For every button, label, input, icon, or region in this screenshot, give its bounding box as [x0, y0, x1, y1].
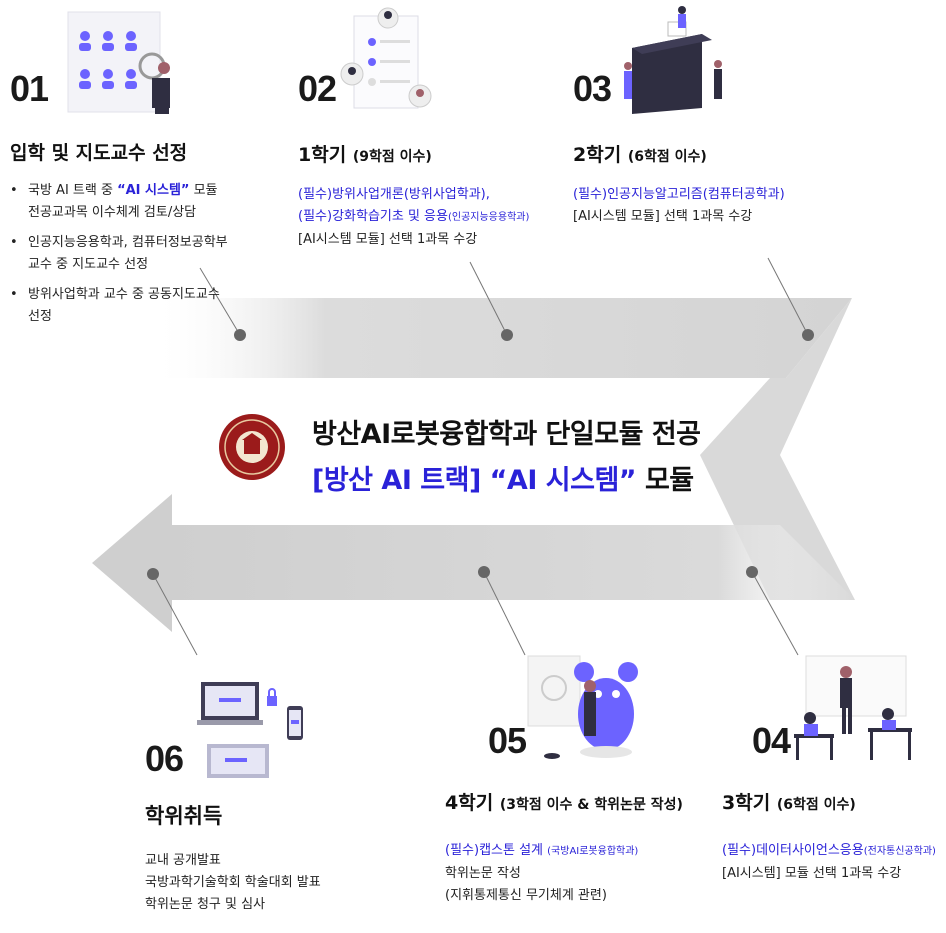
- step-04-number: 04: [752, 720, 791, 761]
- timeline-dot-04: [746, 566, 758, 578]
- bullet-text: 방위사업학과 교수 중 공동지도교수: [28, 287, 220, 302]
- course-name: (필수)캡스톤 설계: [445, 843, 543, 858]
- required-course: (필수)캡스톤 설계 (국방AI로봇융합학과): [445, 840, 638, 863]
- connector-line-06: [152, 573, 198, 656]
- step-05-credits: (3학점 이수 & 학위논문 작성): [499, 797, 683, 813]
- elective-note: [AI시스템 모듈] 선택 1과목 수강: [573, 209, 753, 224]
- step-05-number: 05: [488, 720, 527, 761]
- course-dept: (전자통신공학과): [863, 846, 936, 857]
- step-04-credits: (6학점 이수): [776, 797, 856, 813]
- step-02-credits: (9학점 이수): [352, 149, 432, 165]
- center-title: 방산AI로봇융합학과 단일모듈 전공: [312, 419, 701, 450]
- course-name: (필수)데이터사이언스응용: [722, 843, 864, 858]
- step-01-bullets: 국방 AI 트랙 중 “AI 시스템” 모듈 전공교과목 이수체계 검토/상담 …: [10, 180, 228, 336]
- bullet-text: 인공지능응용학과, 컴퓨터정보공학부: [28, 235, 228, 250]
- detail-line: 학위논문 청구 및 심사: [145, 897, 266, 912]
- university-seal-logo: [219, 414, 285, 480]
- step-03-credits: (6학점 이수): [627, 149, 707, 165]
- track-name: [방산 AI 트랙] “AI 시스템”: [312, 465, 637, 496]
- arrow-head: [92, 494, 172, 632]
- timeline-dot-01: [234, 329, 246, 341]
- center-subtitle: [방산 AI 트랙] “AI 시스템” 모듈: [312, 458, 694, 497]
- arrow-bottom-band: [170, 525, 855, 600]
- thesis-note: 학위논문 작성: [445, 866, 521, 881]
- step-04-semester: 3학기: [722, 792, 771, 814]
- course-dept: (국방AI로봇융합학과): [547, 846, 639, 857]
- bullet-text: 전공교과목 이수체계 검토/상담: [28, 205, 197, 220]
- step-01-title: 입학 및 지도교수 선정: [10, 142, 188, 164]
- step-01-bullet-3: 방위사업학과 교수 중 공동지도교수 선정: [10, 284, 228, 328]
- document-review-illustration: [340, 7, 432, 109]
- bullet-text: 국방 AI 트랙 중: [28, 183, 118, 198]
- bullet-text: 교수 중 지도교수 선정: [28, 257, 149, 272]
- timeline-dot-03: [802, 329, 814, 341]
- detail-line: 국방과학기술학회 학술대회 발표: [145, 875, 321, 890]
- step-02-courses: (필수)방위사업개론(방위사업학과), (필수)강화학습기초 및 응용(인공지능…: [298, 184, 529, 251]
- required-course-1: (필수)방위사업개론(방위사업학과),: [298, 187, 490, 202]
- step-01-bullet-1: 국방 AI 트랙 중 “AI 시스템” 모듈 전공교과목 이수체계 검토/상담: [10, 180, 228, 224]
- elective-note: [AI시스템] 모듈 선택 1과목 수강: [722, 866, 902, 881]
- connector-line-03: [767, 257, 809, 336]
- step-04-courses: (필수)데이터사이언스응용(전자통신공학과) [AI시스템] 모듈 선택 1과목…: [722, 840, 936, 885]
- bullet-text: 선정: [28, 309, 52, 324]
- step-03-number: 03: [573, 68, 612, 109]
- thesis-topic: (지휘통제통신 무기체계 관련): [445, 888, 607, 903]
- robot-bear-illustration: [527, 655, 638, 759]
- step-05-courses: (필수)캡스톤 설계 (국방AI로봇융합학과) 학위논문 작성 (지휘통제통신 …: [445, 840, 638, 907]
- required-course: (필수)인공지능알고리즘(컴퓨터공학과): [573, 187, 785, 202]
- ai-system-highlight: “AI 시스템”: [117, 183, 190, 198]
- timeline-dot-06: [147, 568, 159, 580]
- step-02-number: 02: [298, 68, 337, 109]
- arrow-top-band: [150, 298, 852, 378]
- course-dept: (인공지능응용학과): [447, 212, 530, 223]
- step-06-number: 06: [145, 738, 184, 779]
- step-03-title: 2학기 (6학점 이수): [573, 140, 707, 167]
- step-01-bullet-2: 인공지능응용학과, 컴퓨터정보공학부 교수 중 지도교수 선정: [10, 232, 228, 276]
- secure-devices-illustration: [197, 682, 303, 778]
- course-name: (필수)강화학습기초 및 응용: [298, 209, 448, 224]
- step-05-title: 4학기 (3학점 이수 & 학위논문 작성): [445, 788, 683, 815]
- detail-line: 교내 공개발표: [145, 853, 221, 868]
- ballot-box-illustration: [624, 6, 722, 114]
- step-06-details: 교내 공개발표 국방과학기술학회 학술대회 발표 학위논문 청구 및 심사: [145, 850, 321, 916]
- timeline-dot-02: [501, 329, 513, 341]
- candidates-selection-illustration: [67, 11, 170, 114]
- elective-note: [AI시스템 모듈] 선택 1과목 수강: [298, 232, 478, 247]
- connector-line-04: [751, 571, 799, 656]
- step-03-semester: 2학기: [573, 144, 622, 166]
- module-label: 모듈: [636, 465, 694, 496]
- classroom-presentation-illustration: [794, 655, 912, 760]
- step-04-title: 3학기 (6학점 이수): [722, 788, 856, 815]
- step-01-number: 01: [10, 68, 49, 109]
- bullet-text: 모듈: [189, 183, 218, 198]
- arrow-right-bend: [700, 298, 855, 600]
- required-course-2: (필수)강화학습기초 및 응용(인공지능응용학과): [298, 206, 529, 229]
- step-02-title: 1학기 (9학점 이수): [298, 140, 432, 167]
- required-course: (필수)데이터사이언스응용(전자통신공학과): [722, 840, 936, 863]
- step-05-semester: 4학기: [445, 792, 494, 814]
- step-03-courses: (필수)인공지능알고리즘(컴퓨터공학과) [AI시스템 모듈] 선택 1과목 수…: [573, 184, 785, 228]
- step-06-title: 학위취득: [145, 804, 223, 828]
- connector-line-05: [483, 571, 526, 656]
- connector-line-02: [469, 261, 508, 336]
- step-02-semester: 1학기: [298, 144, 347, 166]
- timeline-dot-05: [478, 566, 490, 578]
